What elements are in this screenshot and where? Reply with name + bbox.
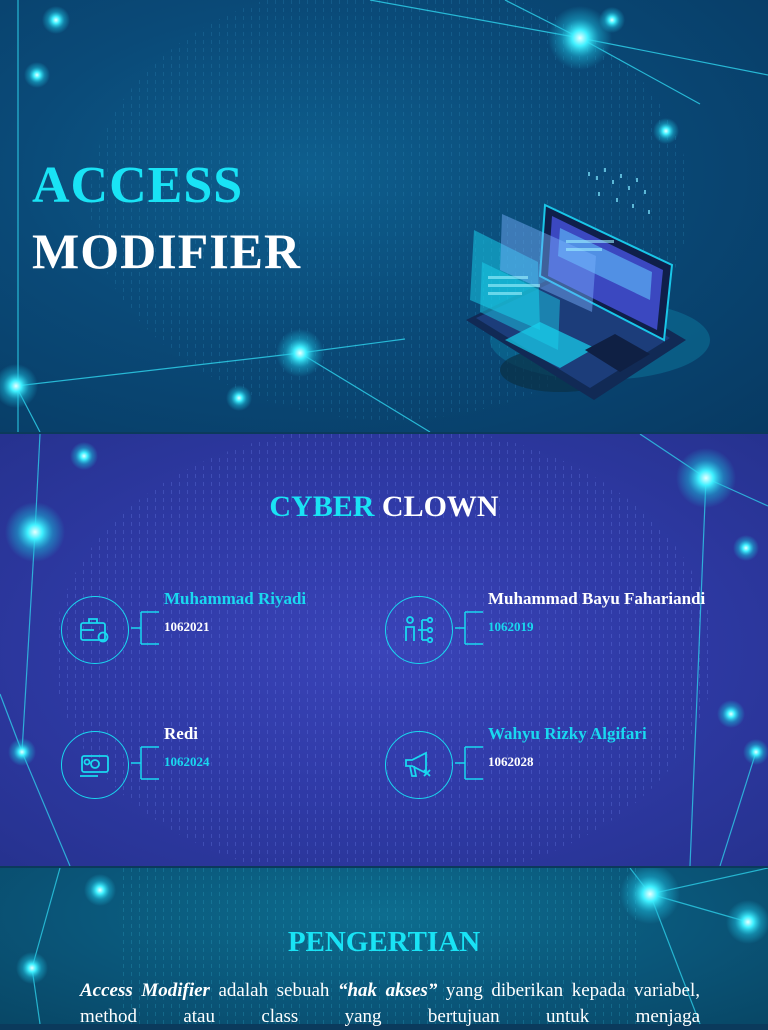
term-access-modifier: Access Modifier: [80, 980, 210, 1001]
title-line-2: MODIFIER: [32, 223, 302, 279]
member-name: Muhammad Bayu Fahariandi: [488, 589, 706, 608]
section-title: PENGERTIAN: [287, 926, 481, 958]
connector-bracket: [131, 746, 159, 780]
title-line-1: ACCESS: [32, 157, 244, 214]
member-nim: 1062028: [488, 754, 534, 769]
connector-bracket: [455, 611, 483, 645]
connector-bracket: [131, 611, 159, 645]
briefcase-gear-icon: [80, 618, 109, 643]
member-name: Redi: [164, 724, 198, 743]
title-slide: ACCESS MODIFIER: [0, 0, 768, 432]
laptop-illustration: [466, 168, 710, 400]
megaphone-x-icon: [405, 751, 431, 777]
member-icon-ring: [385, 731, 453, 799]
team-title: CYBER CLOWN: [0, 490, 768, 524]
term-hak-akses: “hak akses”: [337, 980, 438, 1001]
member-nim: 1062021: [164, 619, 210, 634]
member-icon-ring: [385, 596, 453, 664]
team-title-part2: CLOWN: [381, 490, 499, 523]
network-background: [0, 0, 768, 432]
people-network-icon: [405, 616, 434, 644]
member-icon-ring: [61, 731, 129, 799]
member-nim: 1062024: [164, 754, 210, 769]
member-name: Wahyu Rizky Algifari: [488, 724, 647, 743]
member-name: Muhammad Riyadi: [164, 589, 307, 608]
member-nim: 1062019: [488, 619, 534, 634]
connector-bracket: [455, 746, 483, 780]
team-title-part1: CYBER: [269, 490, 375, 523]
definition-text-a: adalah sebuah: [209, 980, 338, 1001]
money-gear-icon: [80, 755, 109, 777]
definition-text-b: yang diberikan kepada variabel, method a…: [80, 980, 700, 1027]
member-icon-ring: [61, 596, 129, 664]
definition-paragraph: Access Modifier adalah sebuah “hak akses…: [80, 978, 700, 1030]
